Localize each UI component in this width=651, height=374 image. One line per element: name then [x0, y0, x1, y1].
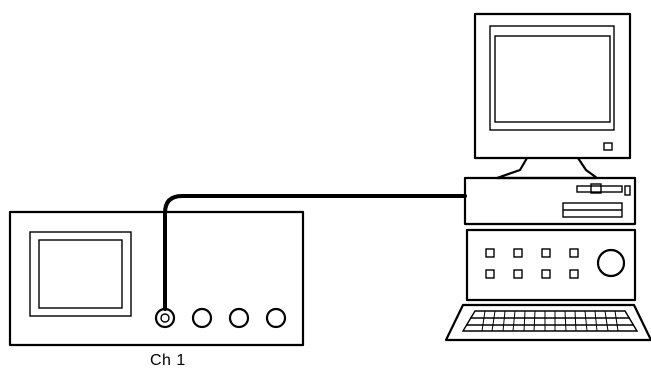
- panel-button: [486, 249, 494, 257]
- computer-lower-unit: [467, 230, 635, 300]
- power-indicator: [625, 186, 630, 195]
- monitor-stand: [497, 158, 597, 178]
- keyboard-key-area: [463, 311, 637, 331]
- oscilloscope-screen-bezel: [30, 232, 131, 316]
- channel-1-connector-core: [161, 314, 169, 322]
- monitor-screen: [495, 36, 610, 122]
- keyboard-outline: [446, 305, 651, 340]
- channel-2-connector: [193, 309, 211, 327]
- computer-monitor: [475, 14, 630, 178]
- drive-slot-top: [577, 186, 622, 192]
- lower-unit-body: [467, 230, 635, 300]
- keyboard-keys: [482, 311, 618, 331]
- monitor-screen-bezel: [490, 26, 614, 130]
- panel-button: [514, 270, 522, 278]
- channel-label: Ch 1: [150, 352, 186, 370]
- channel-1-connector: [156, 309, 174, 327]
- panel-button: [570, 270, 578, 278]
- oscilloscope: [10, 212, 303, 345]
- computer-base-unit: [465, 178, 635, 224]
- panel-button: [514, 249, 522, 257]
- panel-button: [486, 270, 494, 278]
- oscilloscope-screen: [39, 240, 122, 308]
- panel-button: [570, 249, 578, 257]
- panel-button: [542, 270, 550, 278]
- panel-knob: [598, 250, 624, 276]
- channel-3-connector: [230, 309, 248, 327]
- monitor-power-button: [604, 143, 612, 150]
- panel-button: [542, 249, 550, 257]
- channel-4-connector: [267, 309, 285, 327]
- keyboard: [446, 305, 651, 340]
